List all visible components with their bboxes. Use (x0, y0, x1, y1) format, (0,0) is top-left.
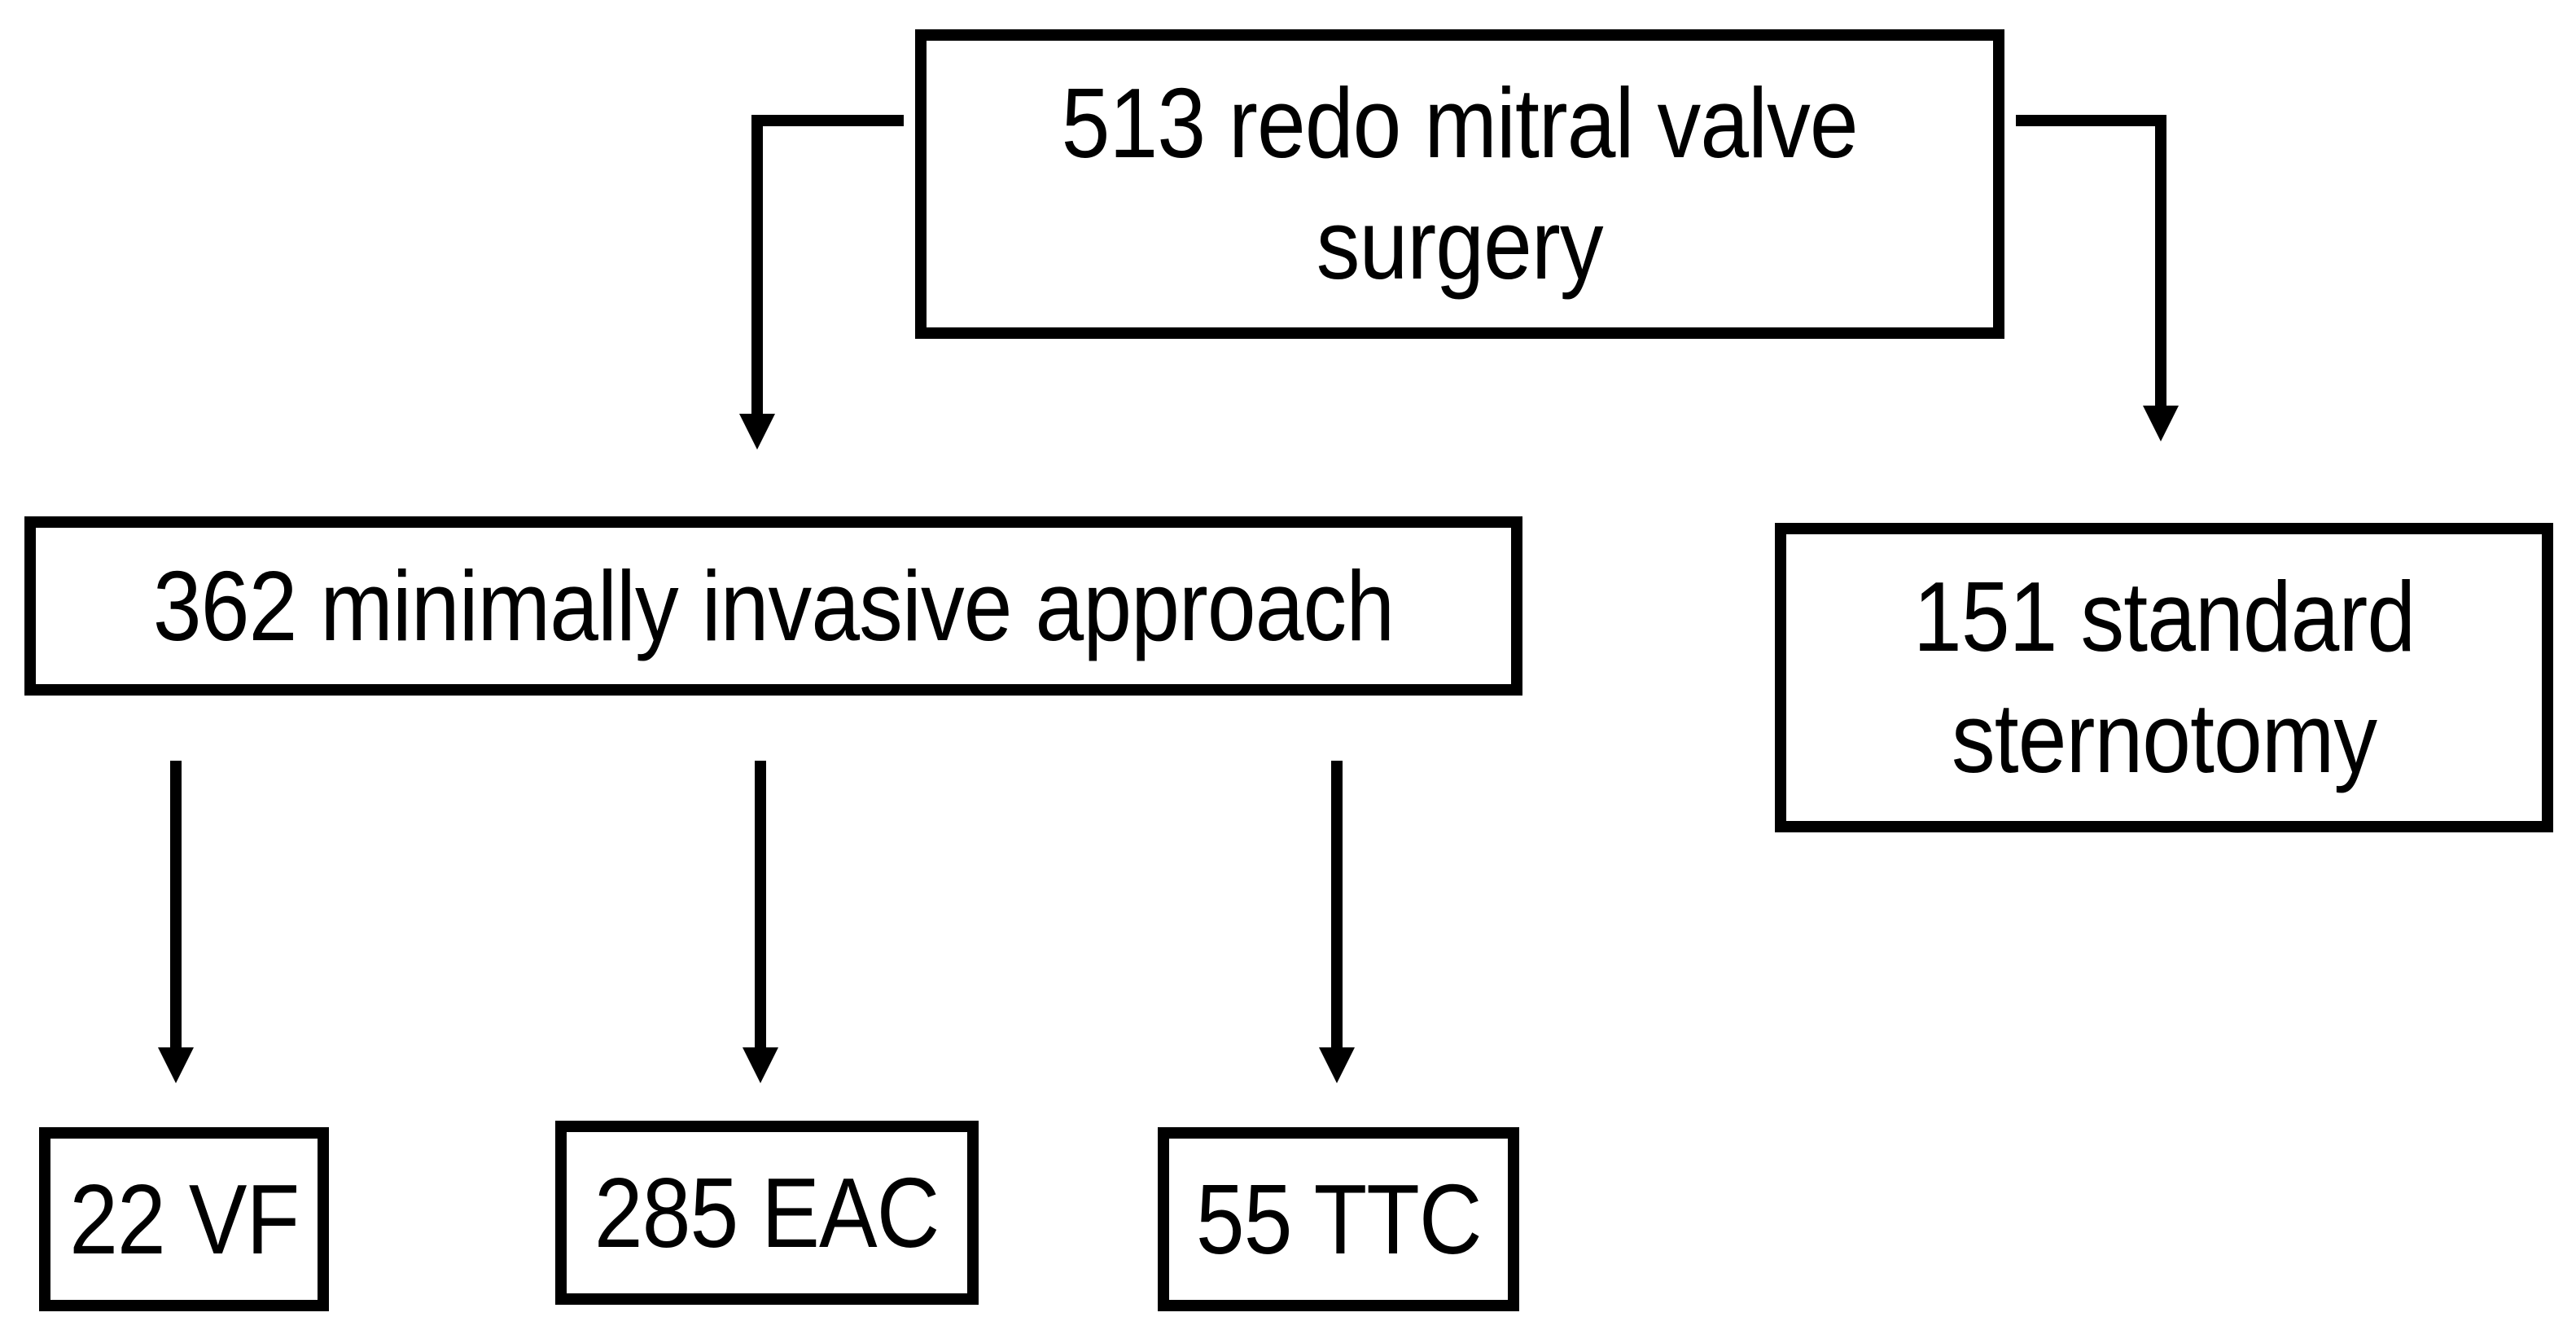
connector-root-to-minimal (751, 115, 904, 417)
arrowhead-minimal-to-eac (743, 1047, 778, 1083)
arrowhead-minimal-to-ttc (1319, 1047, 1355, 1083)
node-redo-mitral-valve-surgery: 513 redo mitral valve surgery (915, 29, 2004, 339)
node-eac: 285 EAC (555, 1121, 979, 1305)
arrowhead-minimal-to-vf (158, 1047, 194, 1083)
node-standard-sternotomy: 151 standard sternotomy (1775, 523, 2553, 832)
node-label-minimally-invasive: 362 minimally invasive approach (152, 550, 1395, 661)
connector-root-to-sternotomy (2016, 115, 2166, 409)
node-label-ttc: 55 TTC (1195, 1163, 1483, 1275)
arrowhead-root-to-minimal (739, 414, 775, 450)
node-minimally-invasive-approach: 362 minimally invasive approach (24, 516, 1522, 696)
node-label-root: 513 redo mitral valve surgery (1061, 68, 1859, 300)
node-label-sternotomy: 151 standard sternotomy (1912, 561, 2416, 793)
node-ttc: 55 TTC (1158, 1127, 1519, 1311)
node-vf: 22 VF (39, 1127, 329, 1311)
node-label-eac: 285 EAC (594, 1157, 940, 1268)
arrowhead-root-to-sternotomy (2143, 406, 2179, 441)
node-label-vf: 22 VF (68, 1163, 300, 1275)
